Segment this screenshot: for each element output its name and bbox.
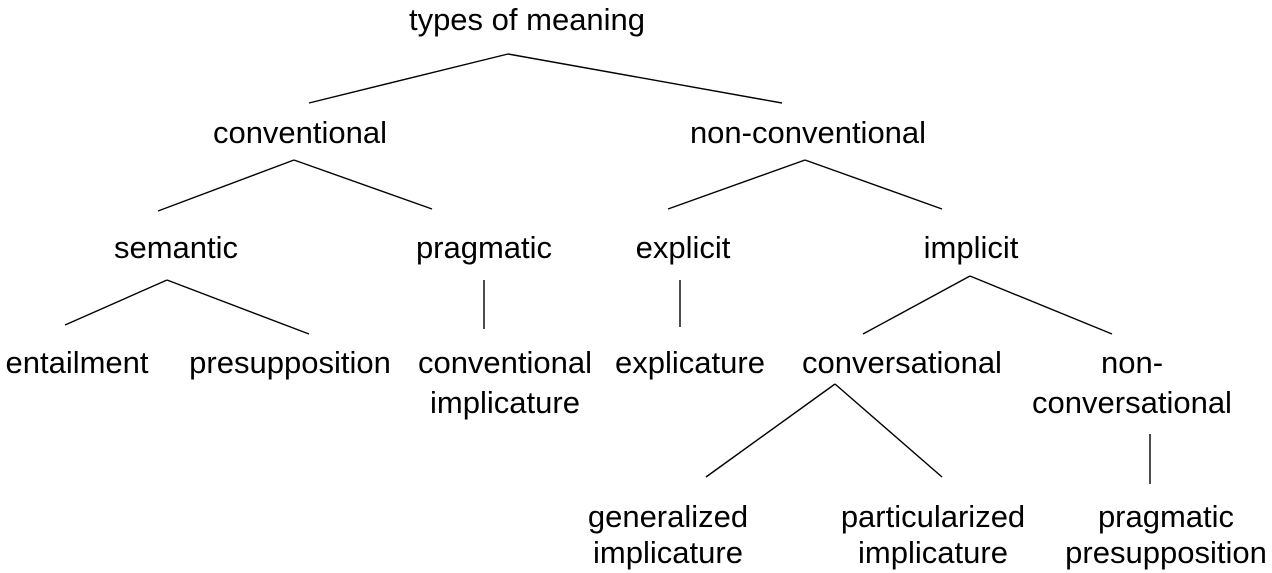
edge-semantic-entailment xyxy=(64,279,168,326)
node-generalized-implicature-line2: implicature xyxy=(593,535,743,570)
node-entailment: entailment xyxy=(5,345,148,380)
node-pragmatic-presupposition-line2: presupposition xyxy=(1065,535,1267,570)
node-particularized-implicature-line1: particularized xyxy=(841,499,1025,534)
edge-semantic-presupposition xyxy=(166,279,310,335)
node-types-of-meaning: types of meaning xyxy=(409,2,645,37)
node-semantic: semantic xyxy=(114,230,238,265)
node-conventional-implicature-line2: implicature xyxy=(430,385,580,420)
node-non-conventional: non-conventional xyxy=(690,115,926,150)
node-particularized-implicature-line2: implicature xyxy=(858,535,1008,570)
edge-implicit-non-conversational xyxy=(969,275,1113,335)
node-conventional-implicature-line1: conventional xyxy=(418,345,592,380)
edge-root-non-conventional xyxy=(507,53,783,104)
node-pragmatic: pragmatic xyxy=(416,230,552,265)
node-generalized-implicature-line1: generalized xyxy=(588,499,748,534)
node-explicit: explicit xyxy=(636,230,731,265)
edge-implicit-conversational xyxy=(862,275,971,335)
edge-conventional-pragmatic xyxy=(293,159,433,210)
edge-conventional-semantic xyxy=(157,159,295,212)
node-conventional: conventional xyxy=(213,115,387,150)
edge-non-conventional-explicit xyxy=(667,159,806,210)
edge-root-conventional xyxy=(308,53,509,104)
node-conversational: conversational xyxy=(802,345,1002,380)
node-presupposition: presupposition xyxy=(189,345,391,380)
node-non-conversational-line2: conversational xyxy=(1032,385,1232,420)
edge-conversational-generalized xyxy=(705,383,836,478)
node-implicit: implicit xyxy=(924,230,1019,265)
node-non-conversational-line1: non- xyxy=(1101,345,1163,380)
edge-conversational-particularized xyxy=(834,383,943,478)
node-explicature: explicature xyxy=(615,345,765,380)
node-pragmatic-presupposition-line1: pragmatic xyxy=(1098,499,1234,534)
edge-non-conventional-implicit xyxy=(804,159,943,210)
